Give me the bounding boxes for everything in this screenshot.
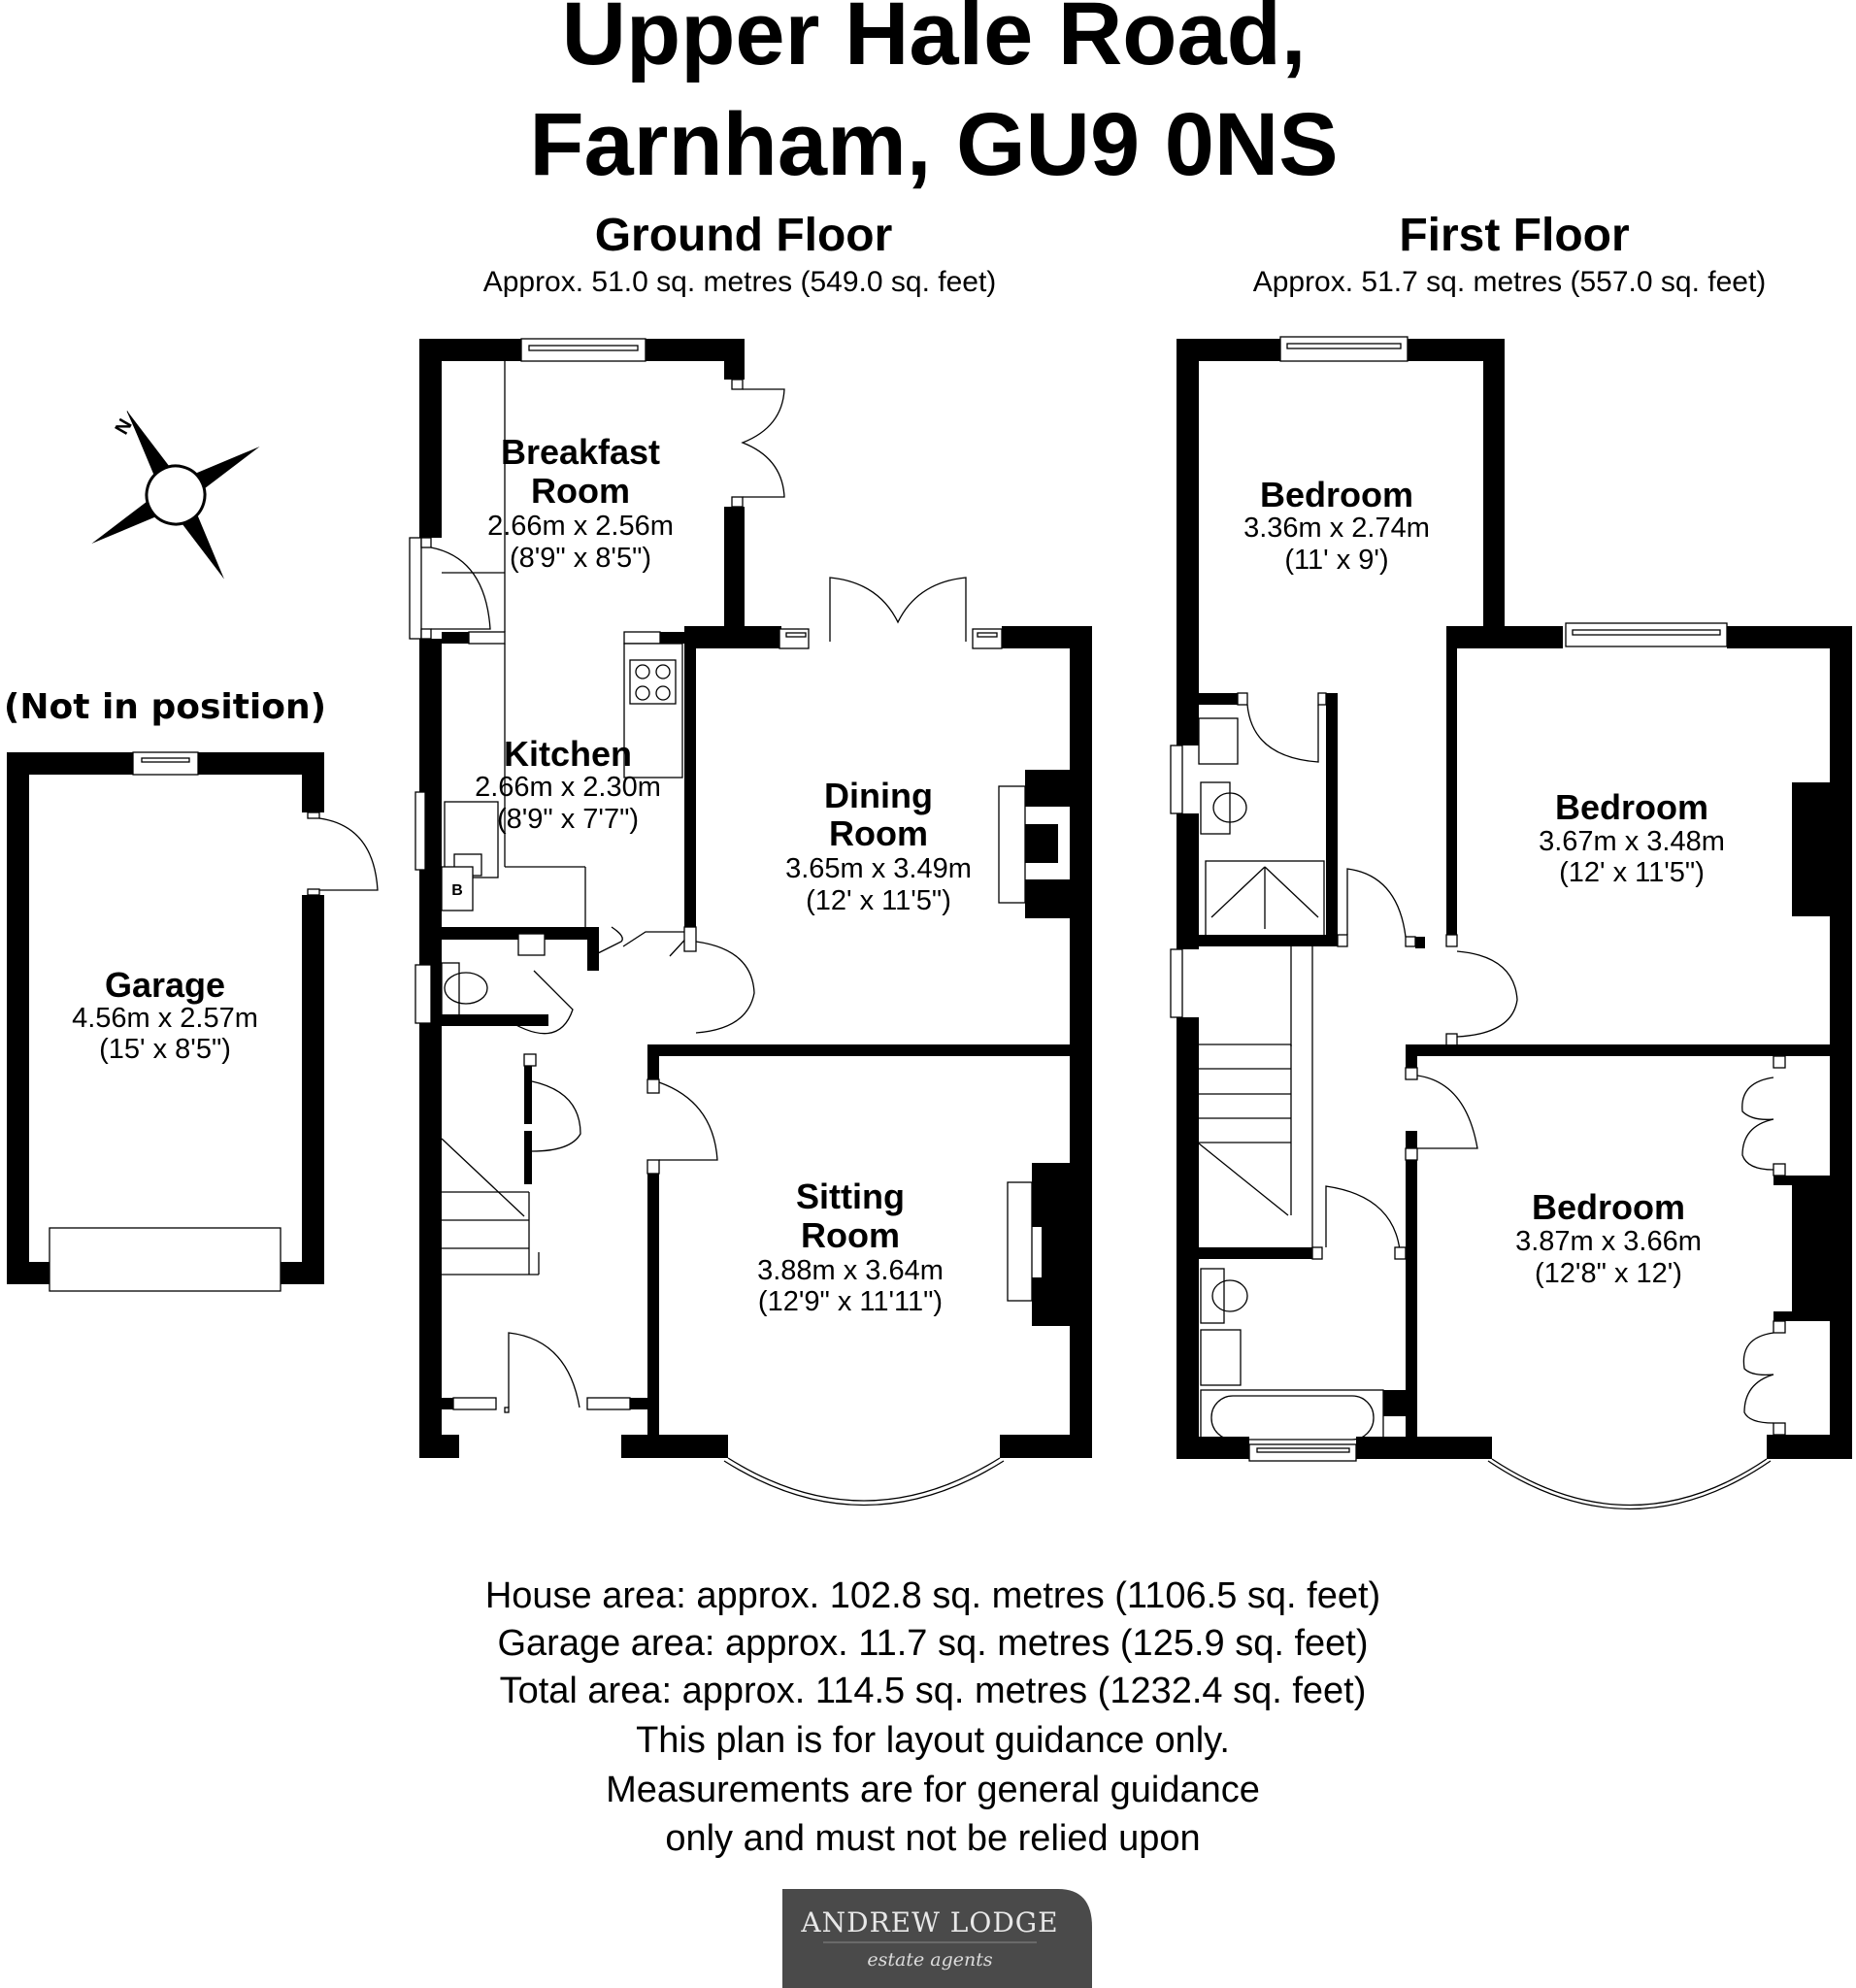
compass-rose-icon: N (91, 411, 260, 580)
area-summary: House area: approx. 102.8 sq. metres (11… (485, 1575, 1380, 1859)
bedroom-2-name: Bedroom (1555, 787, 1708, 827)
logo-tagline: estate agents (867, 1949, 992, 1971)
bedroom-1-metric: 3.36m x 2.74m (1243, 513, 1430, 544)
dining-room-name-1: Dining (824, 776, 933, 815)
kitchen-name: Kitchen (504, 734, 632, 774)
breakfast-room-name-2: Room (531, 471, 630, 511)
bedroom-3-imperial: (12'8" x 12') (1535, 1258, 1682, 1289)
disclaimer-line-2: Measurements are for general guidance (606, 1770, 1260, 1810)
bedroom-2-metric: 3.67m x 3.48m (1539, 826, 1725, 857)
sitting-room-name-2: Room (801, 1215, 900, 1255)
logo-name: ANDREW LODGE (800, 1906, 1058, 1938)
dining-room-name-2: Room (829, 813, 928, 853)
first-floor-label: First Floor (1399, 210, 1629, 261)
title-line-1: Upper Hale Road, (562, 0, 1307, 83)
house-area-line: House area: approx. 102.8 sq. metres (11… (485, 1575, 1380, 1616)
garage-imperial: (15' x 8'5") (99, 1034, 231, 1065)
garage-metric: 4.56m x 2.57m (72, 1003, 258, 1034)
breakfast-room-metric: 2.66m x 2.56m (487, 511, 674, 542)
garage-plan: (Not in position) Garage 4.56m x 2.57m (… (4, 687, 379, 1292)
garage-note: (Not in position) (4, 687, 326, 727)
dining-room-imperial: (12' x 11'5") (806, 885, 951, 916)
title-line-2: Farnham, GU9 0NS (529, 95, 1338, 194)
bedroom-3-name: Bedroom (1532, 1187, 1685, 1227)
total-area-line: Total area: approx. 114.5 sq. metres (12… (500, 1671, 1367, 1711)
kitchen-imperial: (8'9" x 7'7") (497, 804, 639, 835)
garage-area-line: Garage area: approx. 11.7 sq. metres (12… (497, 1623, 1368, 1664)
bedroom-1-name: Bedroom (1260, 475, 1413, 514)
dining-room-metric: 3.65m x 3.49m (785, 853, 972, 884)
ground-floor-area: Approx. 51.0 sq. metres (549.0 sq. feet) (483, 266, 997, 298)
first-floor-plan: Bedroom 3.36m x 2.74m (11' x 9') Bedroom… (1170, 336, 1852, 1510)
disclaimer-line-1: This plan is for layout guidance only. (636, 1720, 1230, 1761)
breakfast-room-imperial: (8'9" x 8'5") (510, 543, 651, 574)
boiler-label: B (451, 882, 463, 899)
sitting-room-metric: 3.88m x 3.64m (757, 1255, 944, 1286)
sitting-room-name-1: Sitting (796, 1176, 905, 1216)
breakfast-room-name-1: Breakfast (501, 432, 660, 472)
kitchen-metric: 2.66m x 2.30m (475, 772, 661, 803)
disclaimer-line-3: only and must not be relied upon (665, 1818, 1200, 1859)
ground-floor-label: Ground Floor (595, 210, 893, 261)
bedroom-1-imperial: (11' x 9') (1284, 545, 1388, 576)
garage-name: Garage (105, 965, 225, 1005)
andrew-lodge-logo: ANDREW LODGE estate agents (782, 1889, 1092, 1988)
ground-floor-plan: B (409, 338, 1092, 1507)
first-floor-area: Approx. 51.7 sq. metres (557.0 sq. feet) (1253, 266, 1767, 298)
bedroom-2-imperial: (12' x 11'5") (1559, 857, 1705, 888)
bedroom-3-metric: 3.87m x 3.66m (1515, 1226, 1702, 1257)
sitting-room-imperial: (12'9" x 11'11") (758, 1286, 943, 1317)
